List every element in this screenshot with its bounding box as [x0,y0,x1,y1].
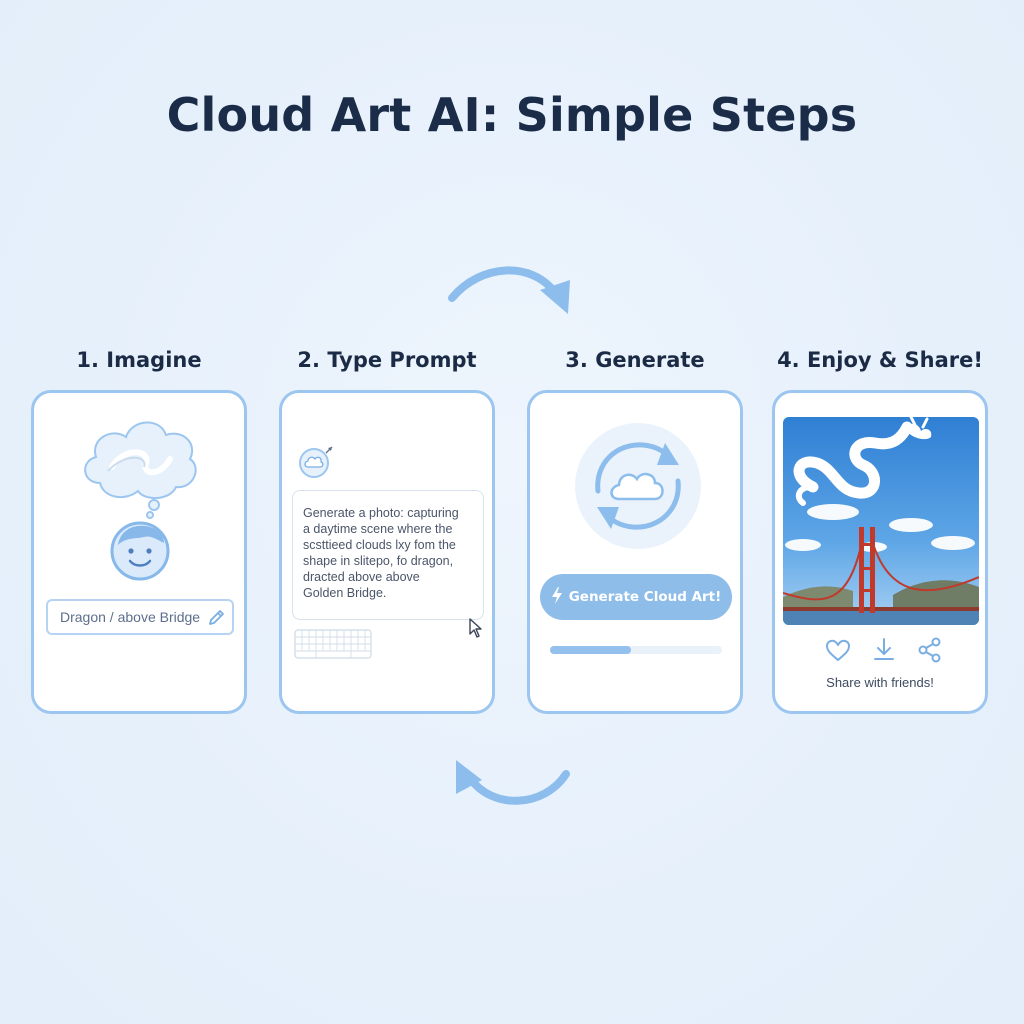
cycle-arrow-top-icon [448,266,570,314]
prompt-line: a daytime scene where the [303,522,453,536]
idea-input-text: Dragon / above Bridge [60,609,201,625]
download-icon[interactable] [872,637,896,663]
page-title: Cloud Art AI: Simple Steps [166,88,858,142]
prompt-line: Golden Bridge. [303,586,387,600]
keyboard-icon [294,629,372,659]
share-icon[interactable] [917,637,943,663]
progress-bar [550,646,722,654]
prompt-textarea[interactable]: Generate a photo: capturing a daytime sc… [292,490,484,620]
prompt-line: shape in slitepo, fo dragon, [303,554,454,568]
mouse-cursor-icon [469,618,482,638]
cycle-arrow-bottom-icon [456,760,570,805]
prompt-line: Generate a photo: capturing [303,506,459,520]
thought-cloud-icon [84,421,197,519]
idea-input[interactable]: Dragon / above Bridge [46,599,234,635]
cloud-upload-icon[interactable] [298,445,336,479]
generate-button[interactable]: Generate Cloud Art! [540,574,732,620]
step-1-title: 1. Imagine [76,348,202,372]
step-3-title: 3. Generate [565,348,705,372]
prompt-line: scsttieed clouds lxy fom the [303,538,456,552]
dragon-cloud-bridge-photo[interactable] [783,417,979,625]
step-2-card: Generate a photo: capturing a daytime sc… [279,390,495,714]
step-4-title: 4. Enjoy & Share! [777,348,983,372]
lightning-icon [551,587,562,604]
step-1-card: Dragon / above Bridge [31,390,247,714]
step-2-title: 2. Type Prompt [297,348,477,372]
step-4-card: Share with friends! [772,390,988,714]
progress-bar-fill [550,646,631,654]
prompt-line: dracted above above [303,570,420,584]
refresh-cloud-icon [575,423,701,549]
step-3-card: Generate Cloud Art! [527,390,743,714]
heart-icon[interactable] [825,639,851,663]
smiley-face-icon [110,521,170,581]
generate-button-label: Generate Cloud Art! [568,589,722,605]
pencil-icon[interactable] [206,608,226,628]
share-caption: Share with friends! [826,675,934,690]
